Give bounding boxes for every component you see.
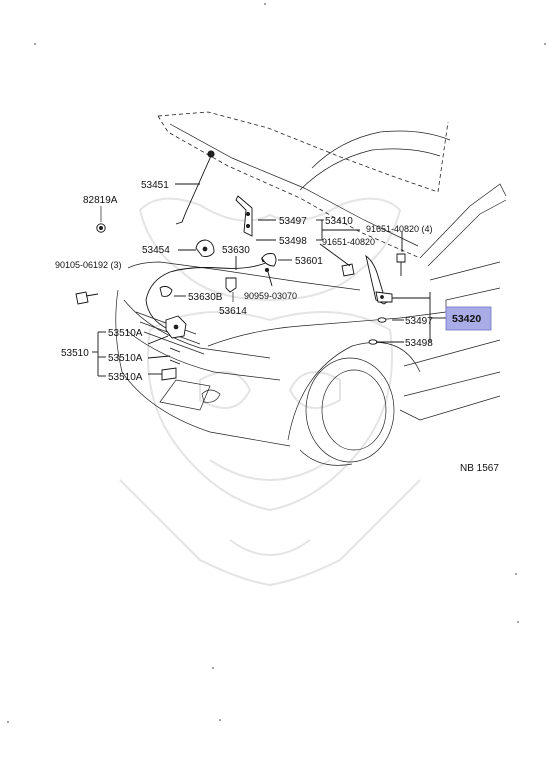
- label-82819a[interactable]: 82819A: [83, 195, 118, 206]
- bolt-90105: [75, 291, 99, 305]
- hood-lock: [161, 315, 187, 381]
- car-body: [115, 261, 501, 447]
- label-53454[interactable]: 53454: [142, 245, 170, 256]
- label-53420[interactable]: 53420: [452, 313, 481, 325]
- hood: [157, 111, 451, 259]
- bolt-91651-right: [396, 253, 406, 276]
- label-53601[interactable]: 53601: [295, 256, 323, 267]
- handle-53614: [225, 277, 237, 302]
- label-53497-top[interactable]: 53497: [279, 216, 307, 227]
- label-53510[interactable]: 53510: [61, 348, 89, 359]
- label-53498-right[interactable]: 53498: [405, 338, 433, 349]
- hood-support-rod: [175, 150, 215, 225]
- highlight-box[interactable]: [445, 306, 492, 331]
- diagram-code: NB 1567: [460, 463, 499, 474]
- clamp-90959: [264, 267, 273, 287]
- label-90105[interactable]: 90105-06192 (3): [55, 260, 122, 270]
- label-53630[interactable]: 53630: [222, 245, 250, 256]
- specks: [7, 3, 546, 723]
- label-53497-right[interactable]: 53497: [405, 316, 433, 327]
- label-53410[interactable]: 53410: [325, 216, 353, 227]
- label-53498-top[interactable]: 53498: [279, 236, 307, 247]
- leader-lines: [92, 183, 446, 377]
- label-53614[interactable]: 53614: [219, 306, 247, 317]
- bracket-53454: [195, 239, 215, 257]
- label-53510a-2[interactable]: 53510A: [108, 353, 143, 364]
- hood-hinge-left: [235, 195, 253, 237]
- part-labels: 53451 82819A 53497 53410 53498 91651-408…: [55, 180, 499, 474]
- front-wheel: [287, 342, 421, 466]
- part-53601: [261, 253, 277, 267]
- bolt-91651-left: [341, 263, 355, 277]
- label-53510a-3[interactable]: 53510A: [108, 372, 143, 383]
- hood-hinge-right: [365, 254, 393, 345]
- label-91651-left[interactable]: 91651-40820: [322, 237, 375, 247]
- label-90959[interactable]: 90959-03070: [244, 291, 297, 301]
- label-53451[interactable]: 53451: [141, 180, 169, 191]
- clip-53630b: [159, 285, 173, 297]
- grommet-82819a: [96, 206, 106, 233]
- label-91651-right[interactable]: 91651-40820 (4): [366, 224, 433, 234]
- windshield: [419, 183, 507, 281]
- label-53630b[interactable]: 53630B: [188, 292, 223, 303]
- label-53510a-1[interactable]: 53510A: [108, 328, 143, 339]
